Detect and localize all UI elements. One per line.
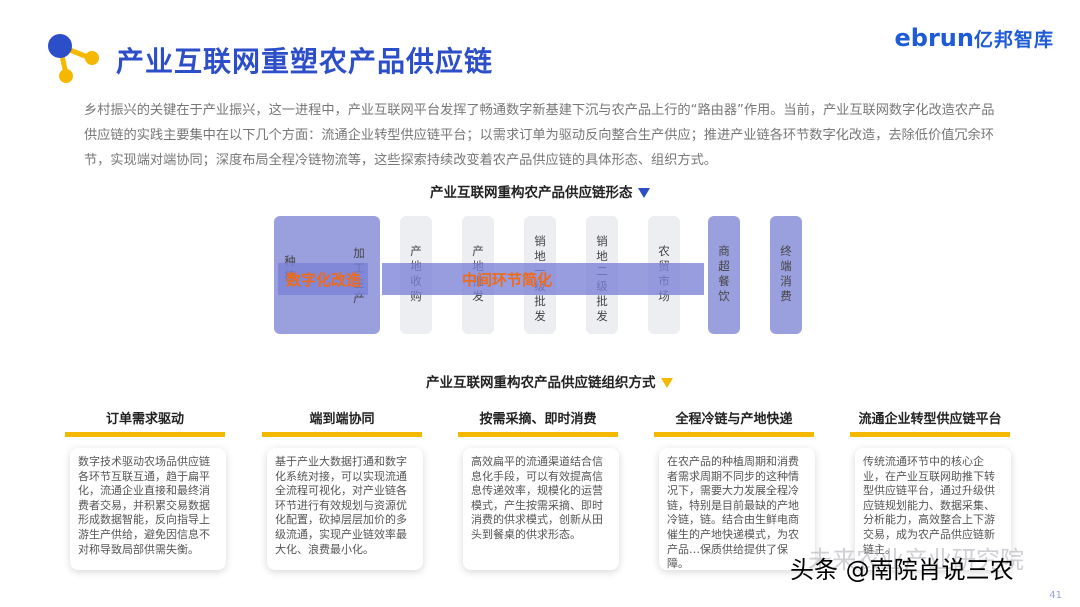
chain-stage-label: 商超餐饮 — [718, 244, 730, 303]
card-accent-bar — [850, 432, 1010, 437]
card-accent-bar — [262, 432, 422, 437]
page-number: 41 — [1049, 590, 1062, 601]
brand-latin: ebrun — [894, 24, 974, 52]
chain-section-title: 产业互联网重构农产品供应链形态 — [430, 181, 650, 201]
card-title-supply-chain-platform: 流通企业转型供应链平台 — [858, 412, 1002, 427]
digitization-band — [278, 263, 368, 295]
card-title-on-demand: 按需采摘、即时消费 — [479, 412, 597, 427]
page-title: 产业互联网重塑农产品供应链 — [116, 45, 494, 78]
triangle-down-icon — [637, 188, 650, 198]
org-section-title-text: 产业互联网重构农产品供应链组织方式 — [426, 375, 656, 391]
chain-stage-supermarket: 商超餐饮 — [708, 216, 740, 334]
card-body-order-driven: 数字技术驱动农场品供应链各环节互联互通，趋于扁平化，流通企业直接和最终消费者交易… — [70, 448, 226, 570]
card-accent-bar — [458, 432, 618, 437]
molecule-logo-icon — [48, 34, 99, 83]
chain-section-title-text: 产业互联网重构农产品供应链形态 — [430, 185, 633, 201]
simplification-band — [382, 263, 704, 295]
org-section-title: 产业互联网重构农产品供应链组织方式 — [426, 371, 673, 391]
card-title-end-to-end: 端到端协同 — [309, 412, 375, 427]
watermark-background: 未来农业产业研究院 — [808, 546, 1024, 574]
card-title-cold-chain: 全程冷链与产地快递 — [675, 412, 793, 427]
card-body-cold-chain: 在农产品的种植周期和消费者需求周期不同步的这种情况下，需要大力发展全程冷链，特别… — [659, 448, 815, 570]
card-accent-bar — [654, 432, 814, 437]
watermark: 头条 @南院肖说三农 — [790, 556, 1014, 584]
triangle-down-icon — [660, 378, 673, 388]
card-title-order-driven: 订单需求驱动 — [105, 412, 184, 427]
intro-paragraph: 乡村振兴的关键在于产业振兴，这一进程中，产业互联网平台发挥了畅通数字新基建下沉与… — [84, 103, 995, 168]
card-accent-bar — [65, 432, 225, 437]
card-body-supply-chain-platform: 传统流通环节中的核心企业，在产业互联网助推下转型供应链平台，通过升级供应链规划能… — [855, 448, 1011, 570]
chain-stage-label: 终端消费 — [780, 244, 792, 303]
simplification-band-label: 中间环节简化 — [462, 271, 553, 289]
card-body-on-demand: 高效扁平的流通渠道结合信息化手段，可以有效提高信息传递效率，规模化的运营模式，产… — [463, 448, 619, 570]
chain-stage-consumer: 终端消费 — [770, 216, 802, 334]
brand-logo: ebrun亿邦智库 — [895, 24, 1054, 52]
brand-cn: 亿邦智库 — [973, 29, 1054, 51]
card-body-end-to-end: 基于产业大数据打通和数字化系统对接，可以实现流通全流程可视化，对产业链各环节进行… — [267, 448, 423, 570]
digitization-band-label: 数字化改造 — [286, 271, 362, 289]
